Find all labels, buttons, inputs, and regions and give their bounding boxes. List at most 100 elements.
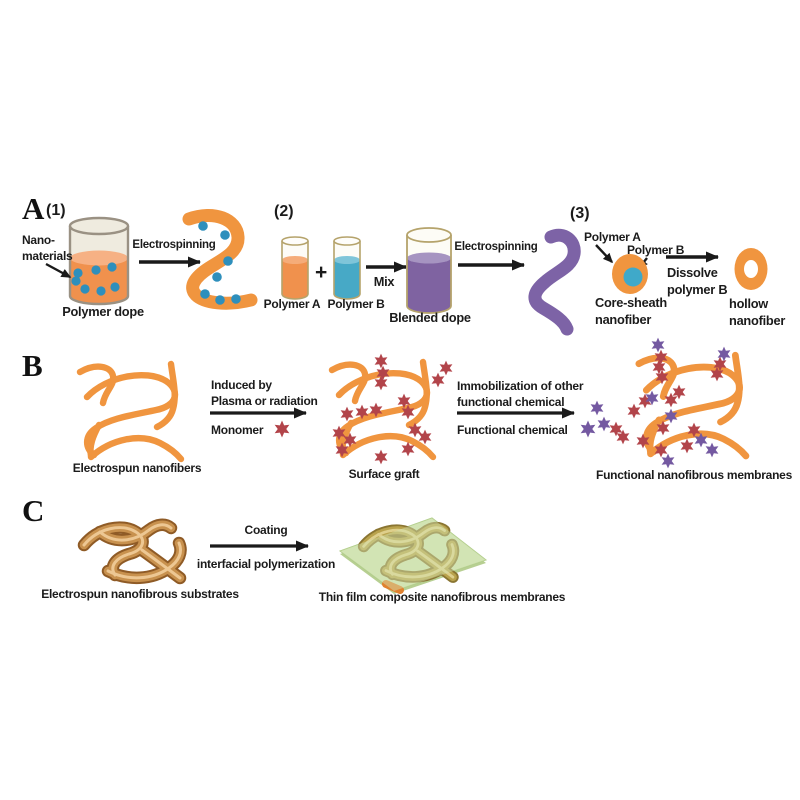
core-sheath-caption-line2: nanofiber bbox=[595, 312, 651, 327]
panel-c: C Electrospun nanofibrous substrates Coa… bbox=[22, 493, 566, 604]
nano-dot bbox=[73, 268, 83, 278]
blended-nanofiber-squiggle bbox=[528, 228, 581, 336]
hollow-caption-line2: nanofiber bbox=[729, 313, 785, 328]
cyl-b-surface bbox=[334, 256, 360, 264]
nano-dot bbox=[200, 289, 210, 299]
nano-pointer-arrow bbox=[45, 262, 72, 279]
red-star-icon bbox=[680, 438, 694, 454]
plus-sign: + bbox=[315, 261, 327, 284]
plasma-radiation-label: Plasma or radiation bbox=[211, 394, 318, 408]
core-circle bbox=[623, 267, 643, 287]
nano-label-line2: materials bbox=[22, 249, 73, 263]
polymer-a-caption: Polymer A bbox=[264, 297, 321, 311]
cyl-a-rim bbox=[281, 236, 309, 246]
mix-label: Mix bbox=[374, 274, 396, 289]
nano-dot bbox=[110, 282, 120, 292]
red-star-icon bbox=[431, 372, 445, 388]
nano-dot bbox=[91, 265, 101, 275]
induced-by-label: Induced by bbox=[211, 378, 272, 392]
nano-dot bbox=[231, 294, 241, 304]
liquid-surface bbox=[70, 250, 128, 266]
hollow-caption-line1: hollow bbox=[729, 296, 768, 311]
polymer-a-pointer-label: Polymer A bbox=[584, 230, 641, 244]
nano-dot bbox=[215, 295, 225, 305]
electrospinning2-label: Electrospinning bbox=[454, 241, 537, 253]
dissolve-label-line2: polymer B bbox=[667, 282, 727, 297]
red-star-icon bbox=[340, 406, 354, 422]
polymer-dope-caption: Polymer dope bbox=[62, 304, 144, 319]
red-star-icon bbox=[439, 360, 453, 376]
purple-star-icon bbox=[705, 442, 719, 458]
step2-number: (2) bbox=[274, 203, 294, 220]
purple-star-icon bbox=[597, 416, 611, 432]
panel-b-label: B bbox=[22, 348, 43, 383]
substrate-fiber-tangle bbox=[84, 525, 181, 578]
nano-dot bbox=[107, 262, 117, 272]
hollow-nanofiber bbox=[734, 248, 768, 290]
squiggle-dots bbox=[198, 221, 241, 305]
polymer-b-cylinder bbox=[333, 236, 361, 300]
thin-film-caption: Thin film composite nanofibrous membrane… bbox=[319, 590, 566, 604]
core-sheath-caption-line1: Core-sheath bbox=[595, 295, 667, 310]
purple-star-icon bbox=[651, 337, 665, 353]
functional-chemical-label: Functional chemical bbox=[457, 423, 568, 437]
nano-dot bbox=[80, 284, 90, 294]
nanomaterial-dots bbox=[71, 262, 120, 296]
blend-liquid bbox=[407, 258, 451, 313]
substrate-caption: Electrospun nanofibrous substrates bbox=[41, 587, 239, 601]
electrospinning1-label: Electrospinning bbox=[132, 239, 215, 251]
red-star-icon bbox=[374, 353, 388, 369]
surface-graft-caption: Surface graft bbox=[349, 467, 420, 481]
functional-membranes-caption: Functional nanofibrous membranes bbox=[596, 468, 793, 482]
dissolve-label-line1: Dissolve bbox=[667, 265, 718, 280]
immobilization-label-line1: Immobilization of other bbox=[457, 379, 584, 393]
orange-fiber-tip bbox=[382, 580, 404, 594]
monomer-star-icon bbox=[274, 420, 290, 438]
cyl-a-surface bbox=[282, 256, 308, 264]
cyl-a-liquid bbox=[282, 260, 308, 299]
panel-b: B Electrospun nanofibers Induced by Plas… bbox=[22, 337, 793, 482]
hollow-inner bbox=[744, 260, 758, 278]
nano-dot bbox=[198, 221, 208, 231]
cyl-b-rim bbox=[333, 236, 361, 246]
panel-c-label: C bbox=[22, 493, 44, 528]
electrospun-nanofibers-caption: Electrospun nanofibers bbox=[73, 461, 202, 475]
panel-a-label: A bbox=[22, 191, 45, 226]
cyl-b-liquid bbox=[334, 260, 360, 299]
functional-chemical-star-icon bbox=[580, 420, 596, 438]
nanofiber-tangle bbox=[80, 364, 181, 459]
blend-surface bbox=[407, 252, 451, 264]
panel-a: A (1) Nano- materials Polymer dope Elect… bbox=[22, 191, 786, 336]
film-overlay bbox=[340, 518, 486, 591]
blended-dope-cylinder bbox=[406, 227, 452, 314]
immobilization-label-line2: functional chemical bbox=[457, 395, 564, 409]
polymer-b-caption: Polymer B bbox=[327, 297, 385, 311]
blend-outline bbox=[406, 235, 452, 314]
orange-squiggle bbox=[182, 209, 258, 310]
polymer-dope-beaker bbox=[68, 216, 130, 306]
nano-dot bbox=[223, 256, 233, 266]
coating-label: Coating bbox=[245, 523, 288, 537]
polymer-a-pointer-arrow bbox=[595, 244, 614, 264]
purple-star-icon bbox=[590, 400, 604, 416]
red-star-icon bbox=[374, 449, 388, 465]
nano-label-line1: Nano- bbox=[22, 233, 55, 247]
nano-dot bbox=[220, 230, 230, 240]
composite-nanofiber-squiggle bbox=[182, 209, 258, 310]
nano-dot bbox=[212, 272, 222, 282]
nano-dot bbox=[71, 276, 81, 286]
cyl-a-outline bbox=[281, 241, 309, 300]
monomer-label: Monomer bbox=[211, 423, 264, 437]
step3-number: (3) bbox=[570, 205, 590, 222]
beaker-outline bbox=[68, 226, 130, 306]
polymer-b-pointer-label: Polymer B bbox=[627, 243, 685, 257]
blend-rim bbox=[406, 227, 452, 243]
core-sheath-nanofiber bbox=[612, 254, 648, 294]
thin-film-composite bbox=[338, 517, 488, 594]
polymer-a-cylinder bbox=[281, 236, 309, 300]
beaker-rim bbox=[68, 216, 130, 236]
cyl-b-outline bbox=[333, 241, 361, 300]
blended-dope-caption: Blended dope bbox=[389, 310, 471, 325]
